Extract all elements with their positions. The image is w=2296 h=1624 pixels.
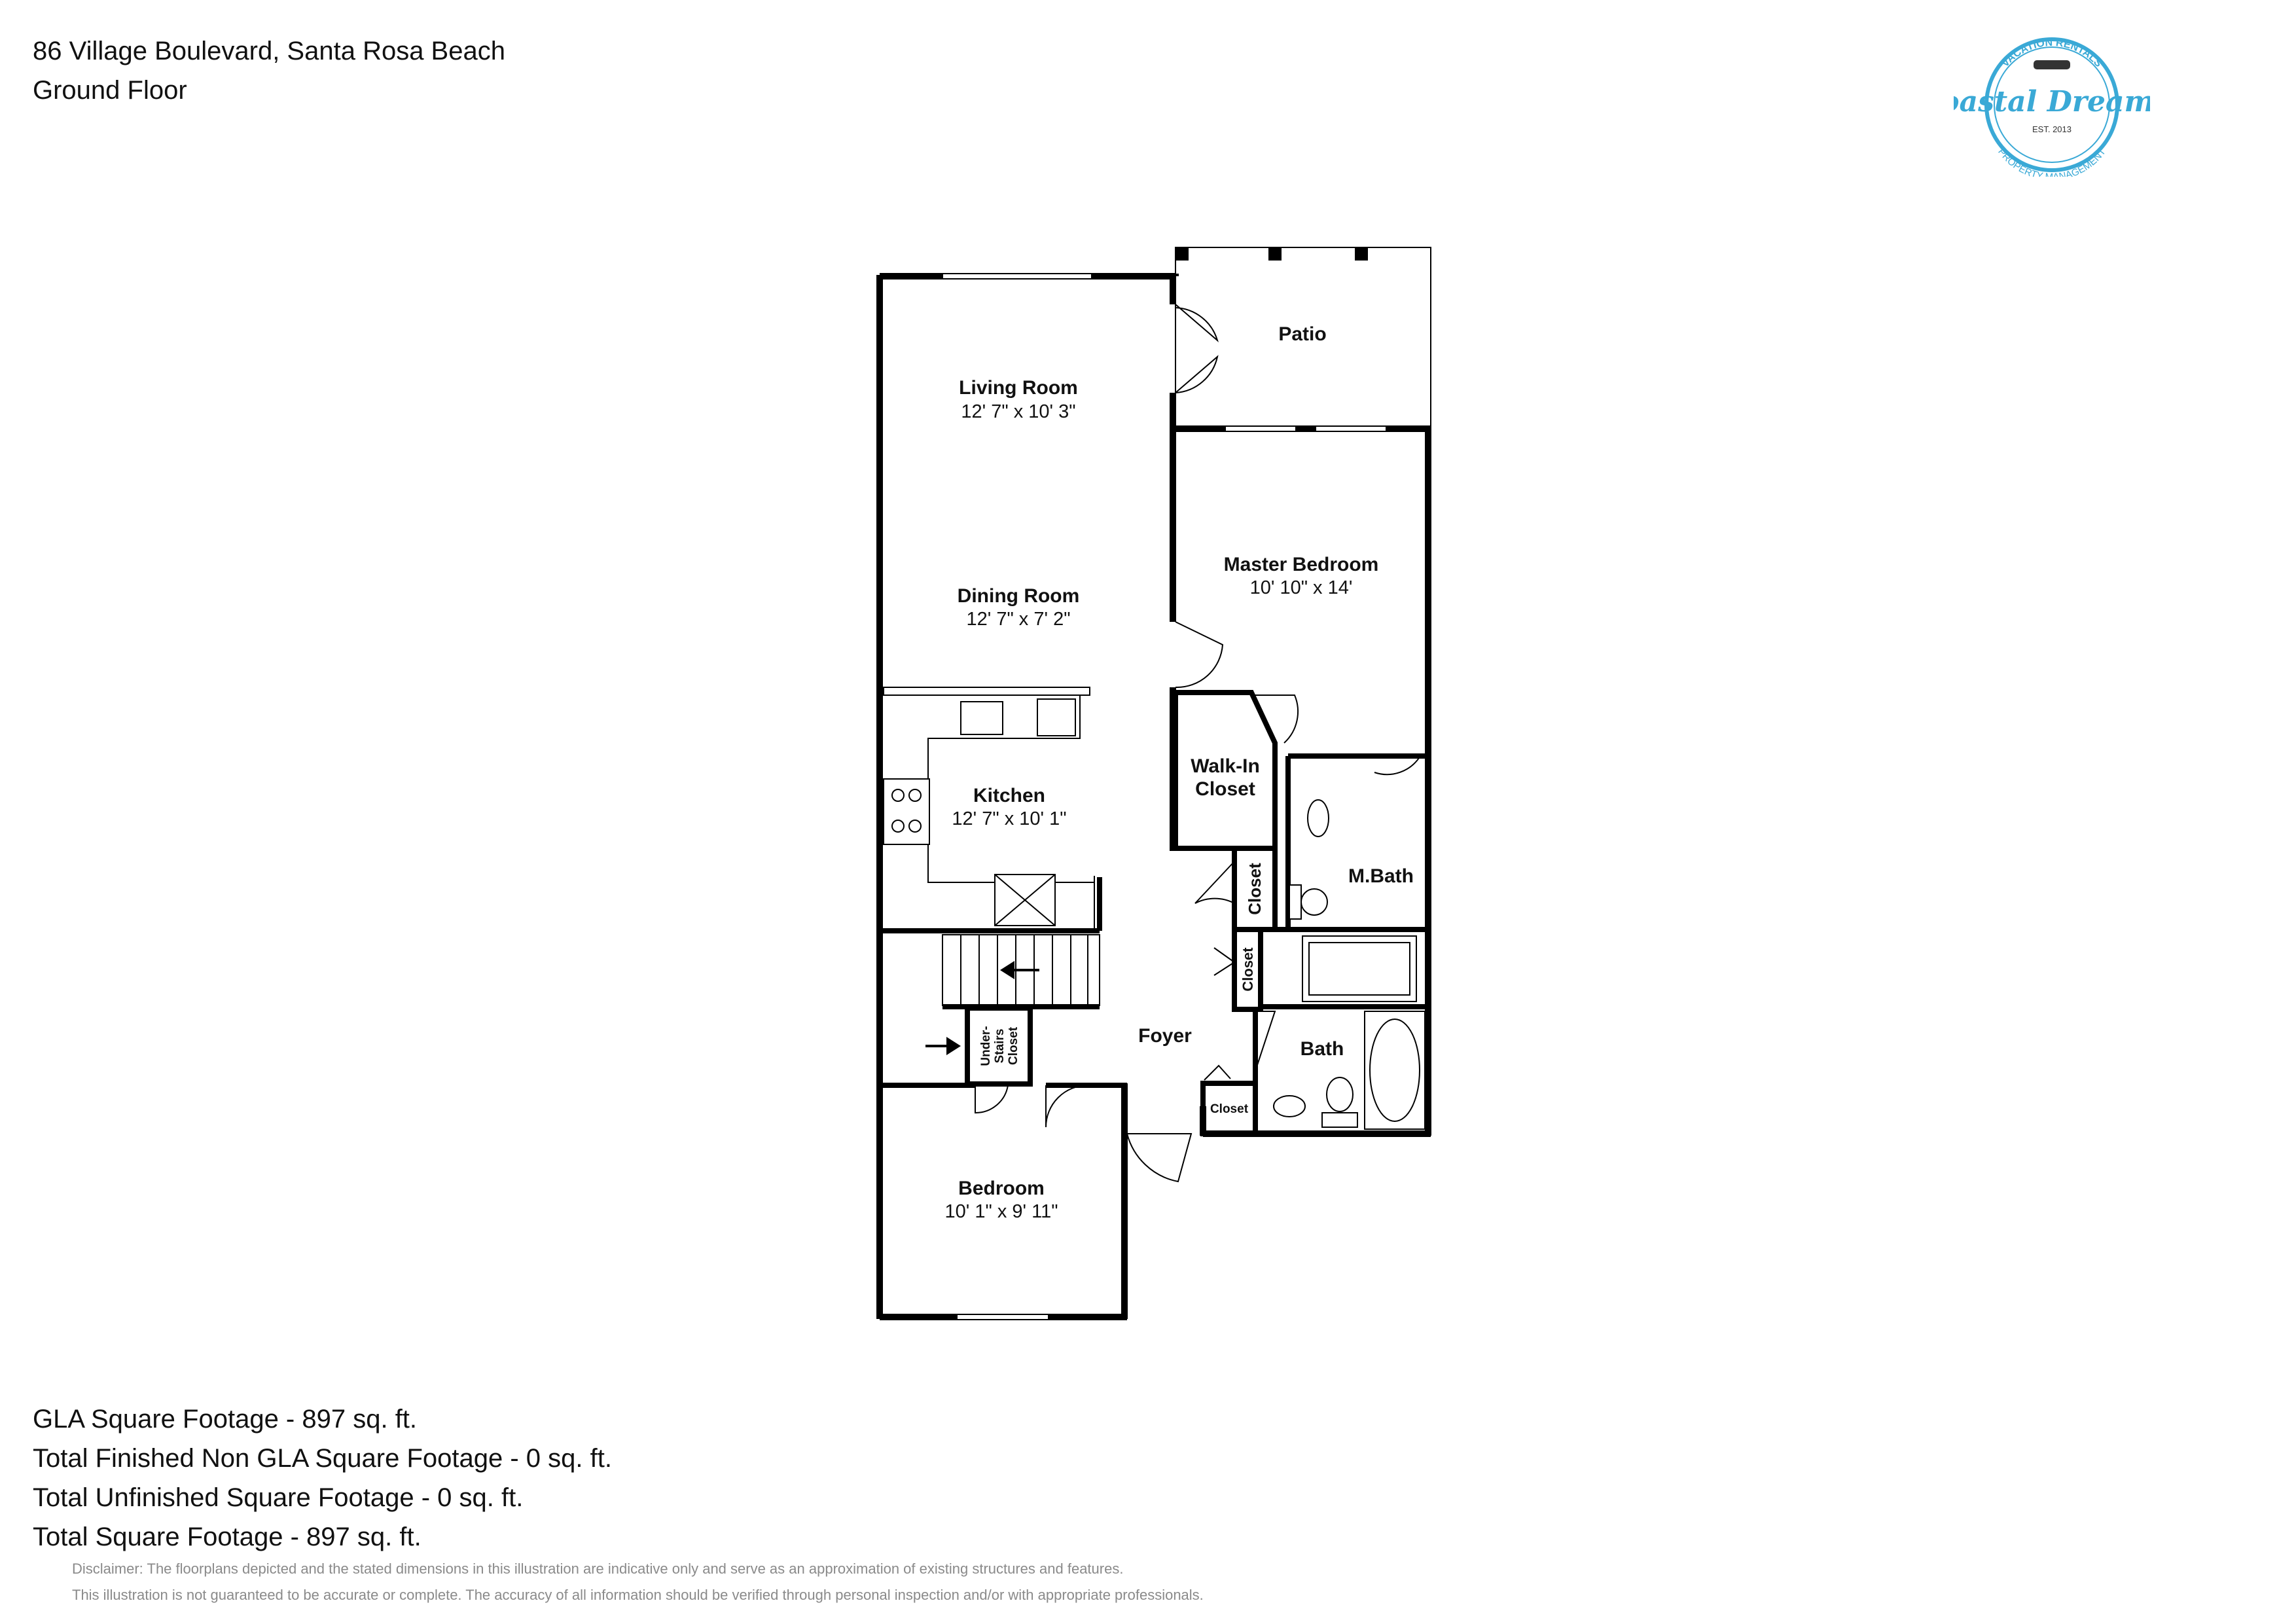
logo-brand: Coastal Dreamin bbox=[1954, 85, 2150, 118]
disclaimer-line-1: Disclaimer: The floorplans depicted and … bbox=[72, 1561, 1124, 1577]
arrow-left-icon bbox=[1000, 961, 1039, 979]
room-label-dining: Dining Room bbox=[958, 585, 1080, 607]
room-label-living: Living Room bbox=[959, 377, 1078, 399]
bath-sink-icon bbox=[1273, 1095, 1306, 1117]
bath-fixtures bbox=[1273, 799, 1426, 1130]
room-label-foyer: Foyer bbox=[1138, 1025, 1192, 1047]
room-dims-bedroom: 10' 1" x 9' 11" bbox=[944, 1201, 1058, 1222]
room-dims-master: 10' 10" x 14' bbox=[1250, 577, 1353, 598]
room-dims-living: 12' 7" x 10' 3" bbox=[961, 401, 1075, 422]
sink-icon bbox=[960, 701, 1003, 735]
gla-footage: GLA Square Footage - 897 sq. ft. bbox=[33, 1405, 418, 1434]
stove-icon bbox=[883, 778, 930, 845]
unfinished-footage: Total Unfinished Square Footage - 0 sq. … bbox=[33, 1483, 524, 1512]
room-label-closet-3: Closet bbox=[1210, 1102, 1249, 1116]
room-label-understairs-3: Closet bbox=[1007, 1026, 1020, 1065]
room-label-bedroom: Bedroom bbox=[958, 1178, 1045, 1199]
room-label-closet-2: Closet bbox=[1240, 947, 1256, 992]
patio-posts bbox=[1175, 247, 1368, 261]
room-label-walkin-1: Walk-In bbox=[1191, 755, 1260, 777]
floor-title: Ground Floor bbox=[33, 76, 187, 105]
bath-toilet-icon bbox=[1326, 1077, 1354, 1112]
room-label-closet-1: Closet bbox=[1245, 863, 1265, 915]
room-label-mbath: M.Bath bbox=[1348, 865, 1414, 887]
interior-walls bbox=[880, 690, 1428, 1136]
car-icon bbox=[2034, 60, 2070, 69]
logo-est: EST. 2013 bbox=[2032, 124, 2072, 134]
room-label-walkin-2: Closet bbox=[1195, 778, 1255, 800]
mbath-sink-icon bbox=[1307, 799, 1329, 837]
disclaimer-line-2: This illustration is not guaranteed to b… bbox=[72, 1587, 1204, 1603]
room-label-understairs-1: Under- bbox=[979, 1026, 993, 1066]
address-title: 86 Village Boulevard, Santa Rosa Beach bbox=[33, 37, 505, 65]
non-gla-footage: Total Finished Non GLA Square Footage - … bbox=[33, 1444, 612, 1473]
room-label-master: Master Bedroom bbox=[1224, 554, 1379, 575]
company-logo: VACATION RENTALS Coastal Dreamin EST. 20… bbox=[1954, 37, 2150, 177]
total-footage: Total Square Footage - 897 sq. ft. bbox=[33, 1523, 422, 1551]
kitchen-counters bbox=[883, 687, 1095, 931]
mbath-toilet-icon bbox=[1300, 888, 1328, 916]
room-dims-kitchen: 12' 7" x 10' 1" bbox=[952, 808, 1066, 829]
room-label-understairs-2: Stairs bbox=[993, 1029, 1007, 1064]
room-dims-dining: 12' 7" x 7' 2" bbox=[966, 609, 1070, 630]
windows bbox=[942, 273, 1387, 1320]
room-label-kitchen: Kitchen bbox=[973, 785, 1045, 806]
arrow-right-icon bbox=[925, 1037, 961, 1055]
room-label-patio: Patio bbox=[1278, 323, 1326, 345]
room-label-bath: Bath bbox=[1300, 1038, 1344, 1060]
doors bbox=[975, 304, 1422, 1183]
